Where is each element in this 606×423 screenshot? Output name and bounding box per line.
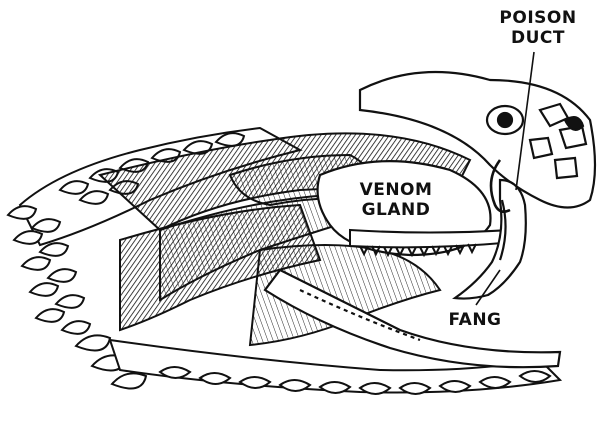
venom-gland-label-line1: VENOM: [356, 180, 436, 200]
poison-duct-label-line2: DUCT: [490, 28, 586, 48]
poison-duct-label-line1: POISON: [490, 8, 586, 28]
fang-label-text: FANG: [445, 310, 505, 330]
fang-label: FANG: [445, 310, 505, 330]
venom-gland-label-line2: GLAND: [356, 200, 436, 220]
venom-gland-label: VENOM GLAND: [356, 180, 436, 220]
poison-duct-label: POISON DUCT: [490, 8, 586, 48]
